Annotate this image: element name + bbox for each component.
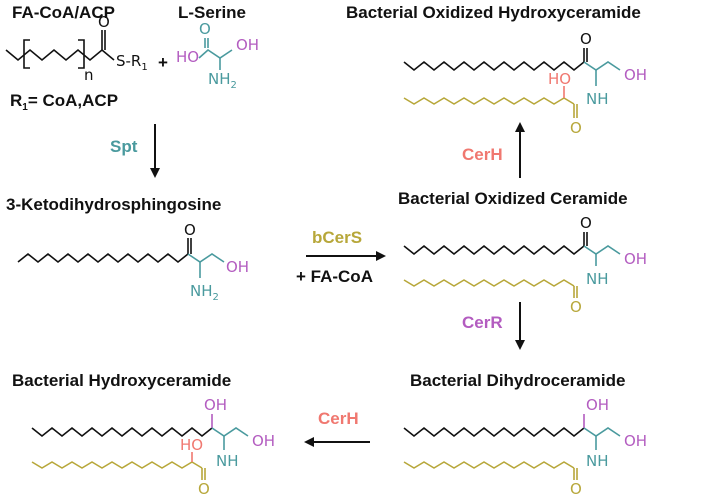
oh-ceramide-nh: NH <box>586 90 609 108</box>
dihydroceramide-structure: OH OH NH O <box>403 396 647 498</box>
oh-ceramide-oh: OH <box>624 66 647 84</box>
r1-definition: R1= CoA,ACP <box>10 91 118 113</box>
carbonyl-o: O <box>98 13 110 31</box>
hydroxy-ho: HO <box>180 436 203 454</box>
cerr-enzyme: CerR <box>462 313 503 332</box>
plus-sign: + <box>158 53 168 72</box>
cerh-enzyme-up: CerH <box>462 145 503 164</box>
dihydro-upper-oh: OH <box>586 396 609 414</box>
l-serine-title: L-Serine <box>178 3 246 22</box>
oxidized-ceramide-title: Bacterial Oxidized Ceramide <box>398 189 628 208</box>
ox-ceramide-amide-o: O <box>570 298 582 316</box>
spt-arrow <box>150 124 160 178</box>
dihydro-nh: NH <box>586 452 609 470</box>
cerh-up-arrow <box>515 122 525 178</box>
l-serine-structure: O HO OH NH2 <box>176 20 259 91</box>
oxidized-hydroxyceramide-structure: O OH NH HO O <box>403 30 647 137</box>
dihydro-amide-o: O <box>570 480 582 498</box>
cerh-left-arrow <box>304 437 370 447</box>
hydroxy-oh: OH <box>252 432 275 450</box>
plus-fa-coa: + FA-CoA <box>296 267 373 286</box>
keto-nh2: NH2 <box>190 282 219 303</box>
oxidized-hydroxyceramide-title: Bacterial Oxidized Hydroxyceramide <box>346 3 641 22</box>
cerr-down-arrow <box>515 302 525 350</box>
oxidized-ceramide-structure: O OH NH O <box>403 214 647 316</box>
spt-enzyme: Spt <box>110 137 138 156</box>
oh-ceramide-keto-o: O <box>580 30 592 48</box>
serine-o: O <box>199 20 211 38</box>
hydroxyceramide-title: Bacterial Hydroxyceramide <box>12 371 231 390</box>
oh-ceramide-ho: HO <box>548 70 571 88</box>
bcers-arrow <box>306 251 386 261</box>
cerh-enzyme-left: CerH <box>318 409 359 428</box>
keto-o: O <box>184 221 196 239</box>
hydroxyceramide-structure: OH OH NH HO O <box>31 396 275 498</box>
bcers-enzyme: bCerS <box>312 228 362 247</box>
ketodihydrosphingosine-title: 3-Ketodihydrosphingosine <box>6 195 221 214</box>
ox-ceramide-keto-o: O <box>580 214 592 232</box>
ox-ceramide-nh: NH <box>586 270 609 288</box>
keto-oh: OH <box>226 258 249 276</box>
hydroxy-amide-o: O <box>198 480 210 498</box>
dihydro-oh: OH <box>624 432 647 450</box>
hydroxy-nh: NH <box>216 452 239 470</box>
serine-ho: HO <box>176 48 199 66</box>
ox-ceramide-oh: OH <box>624 250 647 268</box>
serine-nh2: NH2 <box>208 70 237 91</box>
dihydroceramide-title: Bacterial Dihydroceramide <box>410 371 625 390</box>
fa-coa-acp-title: FA-CoA/ACP <box>12 3 115 22</box>
s-r1-label: S-R1 <box>116 52 148 73</box>
serine-oh: OH <box>236 36 259 54</box>
fa-coa-structure: n O S-R1 <box>5 13 148 84</box>
hydroxy-upper-oh: OH <box>204 396 227 414</box>
ketodihydrosphingosine-structure: O OH NH2 <box>17 221 249 303</box>
oh-ceramide-amide-o: O <box>570 119 582 137</box>
n-subscript: n <box>84 66 94 84</box>
